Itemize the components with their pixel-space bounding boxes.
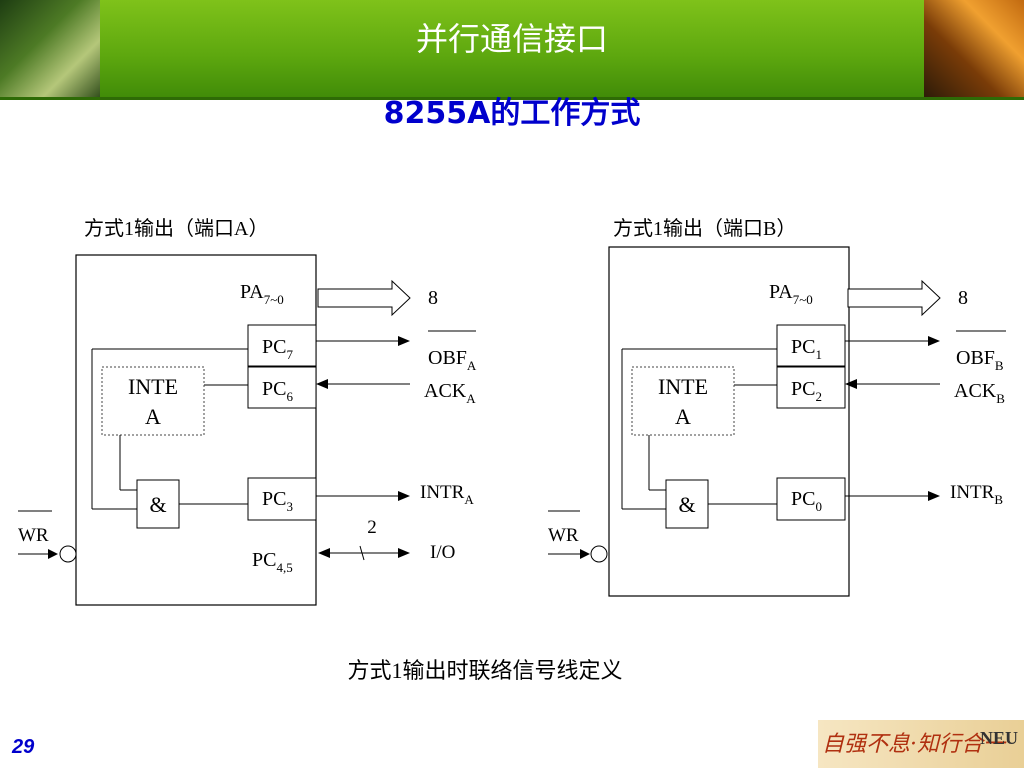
wr-label-b: WR [548, 525, 579, 546]
and-gate-b [665, 479, 709, 529]
pc-box-mid-b [776, 366, 846, 409]
page-number: 29 [12, 736, 35, 758]
pc-mid-label-b: PC2 [791, 378, 822, 404]
chip-box-a [75, 254, 317, 606]
pc-box-top-a [247, 324, 317, 367]
inte-box-b [631, 366, 735, 436]
diagram-port-a: 方式1输出（端口A） PA7~0 8 PC7 PC6 OBFA ACKA INT… [18, 217, 477, 606]
pc-box-top-b [776, 324, 846, 367]
ack-arrowhead-b [845, 379, 857, 389]
slide-title: 并行通信接口 [415, 20, 608, 58]
width-label-b: 8 [958, 287, 968, 309]
io-arrow-left-a [318, 548, 330, 558]
io-count-a: 2 [367, 517, 377, 538]
obf-arrowhead-a [398, 336, 410, 346]
header-right-image [924, 0, 1024, 100]
inte-box-a [101, 366, 205, 436]
pc-low-label-b: PC0 [791, 488, 822, 514]
inte-label2-a: A [145, 404, 161, 429]
intr-arrowhead-a [398, 491, 410, 501]
obf-arrowhead-b [928, 336, 940, 346]
slide-subtitle: 8255A的工作方式 [383, 96, 641, 131]
wr-arrowhead-a [48, 549, 58, 559]
header-left-image [0, 0, 100, 100]
and-label-a: & [149, 492, 166, 517]
intr-arrowhead-b [928, 491, 940, 501]
bottom-caption: 方式1输出时联络信号线定义 [347, 658, 622, 683]
pc-box-low-a [247, 477, 317, 521]
obf-label-b: OBFB [956, 347, 1004, 373]
caption-b: 方式1输出（端口B） [613, 217, 796, 240]
wr-label-a: WR [18, 525, 49, 546]
inte-label2-b: A [675, 404, 691, 429]
diagram-port-b: 方式1输出（端口B） PA7~0 8 PC1 PC2 OBFB ACKB INT… [548, 217, 1006, 597]
header-divider [0, 97, 1024, 100]
pc-box-mid-a [247, 366, 317, 409]
header-banner: 并行通信接口 [0, 0, 1024, 100]
pc-top-label-a: PC7 [262, 336, 293, 362]
pa-label-a: PA7~0 [240, 281, 284, 307]
pa-label-b: PA7~0 [769, 281, 813, 307]
pc-io-label-a: PC4,5 [252, 549, 293, 575]
wr-invert-bubble-b [590, 545, 608, 563]
ack-label-b: ACKB [954, 380, 1005, 406]
slogan-tag: NEU [979, 728, 1018, 748]
io-arrow-right-a [398, 548, 410, 558]
pc-top-label-b: PC1 [791, 336, 822, 362]
inte-label-b: INTE [658, 374, 708, 399]
pc-box-low-b [776, 477, 846, 521]
pc-mid-label-a: PC6 [262, 378, 293, 404]
wr-invert-bubble-a [59, 545, 77, 563]
intr-label-a: INTRA [420, 482, 474, 507]
and-label-b: & [678, 492, 695, 517]
slogan-text: 自强不息·知行合一 [822, 732, 1005, 757]
obf-label-a: OBFA [428, 347, 477, 373]
chip-box-b [608, 246, 850, 597]
pc-low-label-a: PC3 [262, 488, 293, 514]
wr-arrowhead-b [580, 549, 590, 559]
caption-a: 方式1输出（端口A） [84, 217, 268, 240]
ack-arrowhead-a [316, 379, 328, 389]
slogan-banner: 自强不息·知行合一 NEU [818, 720, 1024, 768]
inte-label-a: INTE [128, 374, 178, 399]
ack-label-a: ACKA [424, 380, 476, 406]
bus-arrow-b [847, 279, 941, 317]
io-label-a: I/O [430, 542, 455, 563]
intr-label-b: INTRB [950, 482, 1003, 507]
bus-arrow-a [317, 279, 411, 317]
io-slash-a [359, 545, 365, 561]
width-label-a: 8 [428, 287, 438, 309]
